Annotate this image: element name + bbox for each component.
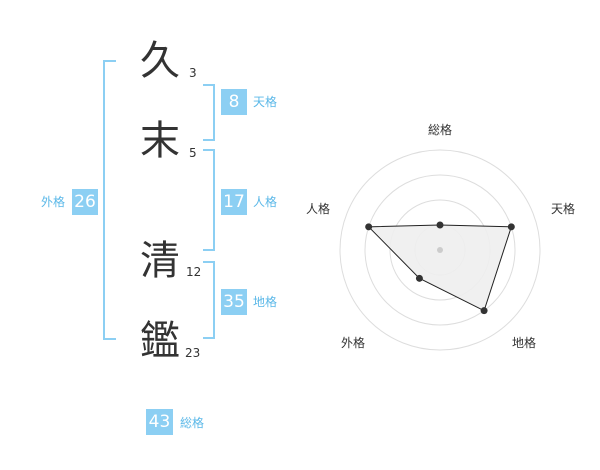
radar-axis-jinkaku: 人格 (306, 201, 330, 216)
radar-center-dot (437, 247, 443, 253)
radar-ring (339, 149, 541, 351)
jinkaku-label: 人格 (253, 195, 278, 209)
radar-point-5 (365, 223, 373, 231)
jinkaku-value: 17 (221, 189, 247, 215)
radar-point-2 (507, 223, 515, 231)
gaikaku-bracket (103, 60, 116, 340)
stroke-count-2: 5 (189, 146, 197, 160)
soukaku-label: 総格 (180, 416, 205, 430)
radar-axis-soukaku: 総格 (428, 122, 452, 137)
radar-ring (364, 174, 516, 326)
tenkaku-label: 天格 (253, 95, 278, 109)
name-char-1: 久 (140, 38, 180, 84)
radar-axis-chikaku: 地格 (512, 335, 536, 350)
name-char-2: 末 (140, 118, 180, 164)
tenkaku-bracket (203, 84, 215, 141)
name-char-3: 清 (140, 238, 180, 284)
chikaku-value: 35 (221, 289, 247, 315)
stroke-count-1: 3 (189, 66, 197, 80)
name-char-4: 鑑 (140, 318, 180, 364)
radar-axis-tenkaku: 天格 (551, 201, 575, 216)
gaikaku-label: 外格 (41, 195, 66, 209)
stroke-count-3: 12 (186, 265, 202, 279)
radar-point-1 (436, 221, 444, 229)
radar-point-3 (480, 307, 488, 315)
tenkaku-value: 8 (221, 89, 247, 115)
radar-axis-gaikaku: 外格 (341, 335, 365, 350)
radar-point-4 (415, 274, 423, 282)
chikaku-label: 地格 (253, 295, 278, 309)
soukaku-value: 43 (146, 409, 173, 435)
radar-polygon (367, 224, 513, 312)
gaikaku-value: 26 (72, 189, 98, 215)
chikaku-bracket (203, 261, 215, 339)
jinkaku-bracket (203, 149, 215, 251)
stroke-count-4: 23 (185, 346, 201, 360)
